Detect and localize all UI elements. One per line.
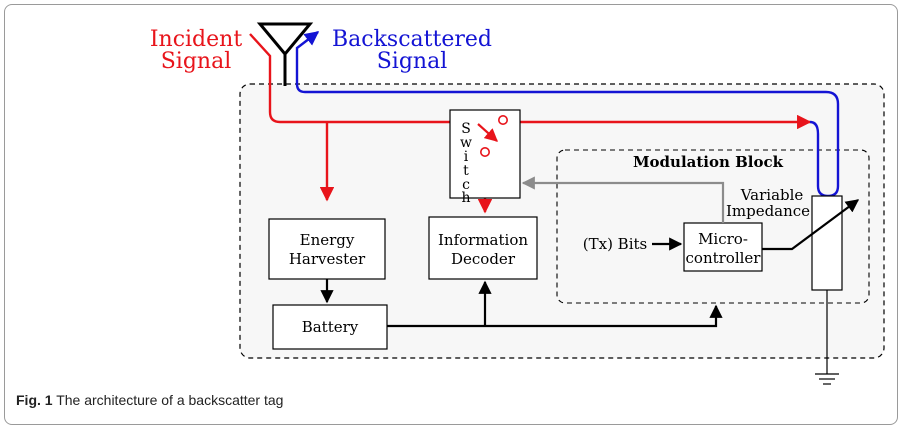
antenna-icon [256,22,314,86]
switch-letter: w [460,135,472,151]
variable-impedance-label-line2: Impedance [726,202,810,220]
variable-impedance-box [811,195,843,291]
backscattered-signal-path [295,56,840,198]
energy-harvester-label-line1: Energy [300,231,355,249]
ground-icon [815,290,839,385]
backscatter-arrow [295,31,320,56]
modulation-block [556,149,870,304]
switch-letter: S [461,121,471,137]
battery-label: Battery [302,318,359,336]
information-decoder-label-line2: Decoder [451,250,516,268]
switch-contact-bottom [479,147,490,158]
switch-letters: S w i t c h [460,121,472,206]
incident-signal-path [249,33,812,202]
modulation-block-label: Modulation Block [633,153,784,171]
switch-letter: t [463,163,469,179]
tx-bits-label: (Tx) Bits [583,235,647,253]
energy-harvester-label-line2: Harvester [289,250,366,268]
switch-contact-top [497,115,508,126]
information-decoder-label-line1: Information [438,231,528,249]
battery-box [272,304,388,350]
figure-caption-label: Fig. 1 [16,392,53,408]
variable-impedance-arrow [762,199,860,251]
tag-boundary [239,83,885,359]
figure-caption-text: The architecture of a backscatter tag [56,392,284,408]
switch-lever [477,123,498,142]
switch-letter: h [461,190,470,206]
backscattered-signal-label-line2: Signal [377,49,448,74]
microcontroller-label-line2: controller [686,249,762,267]
switch-letter: c [462,177,470,193]
variable-impedance-label-line1: Variable [740,186,804,204]
power-bus [387,280,723,328]
incident-signal-label-line1: Incident [150,27,242,52]
switch-contacts [477,115,508,158]
energy-harvester-box [268,218,386,280]
microcontroller-label-line1: Micro- [698,230,748,248]
switch-control-path [521,176,725,223]
backscattered-signal-label-line1: Backscattered [332,27,492,52]
incident-signal-label-line2: Signal [161,49,232,74]
figure-caption: Fig. 1 The architecture of a backscatter… [16,392,283,408]
information-decoder-box [428,216,538,280]
switch-letter: i [464,149,469,165]
